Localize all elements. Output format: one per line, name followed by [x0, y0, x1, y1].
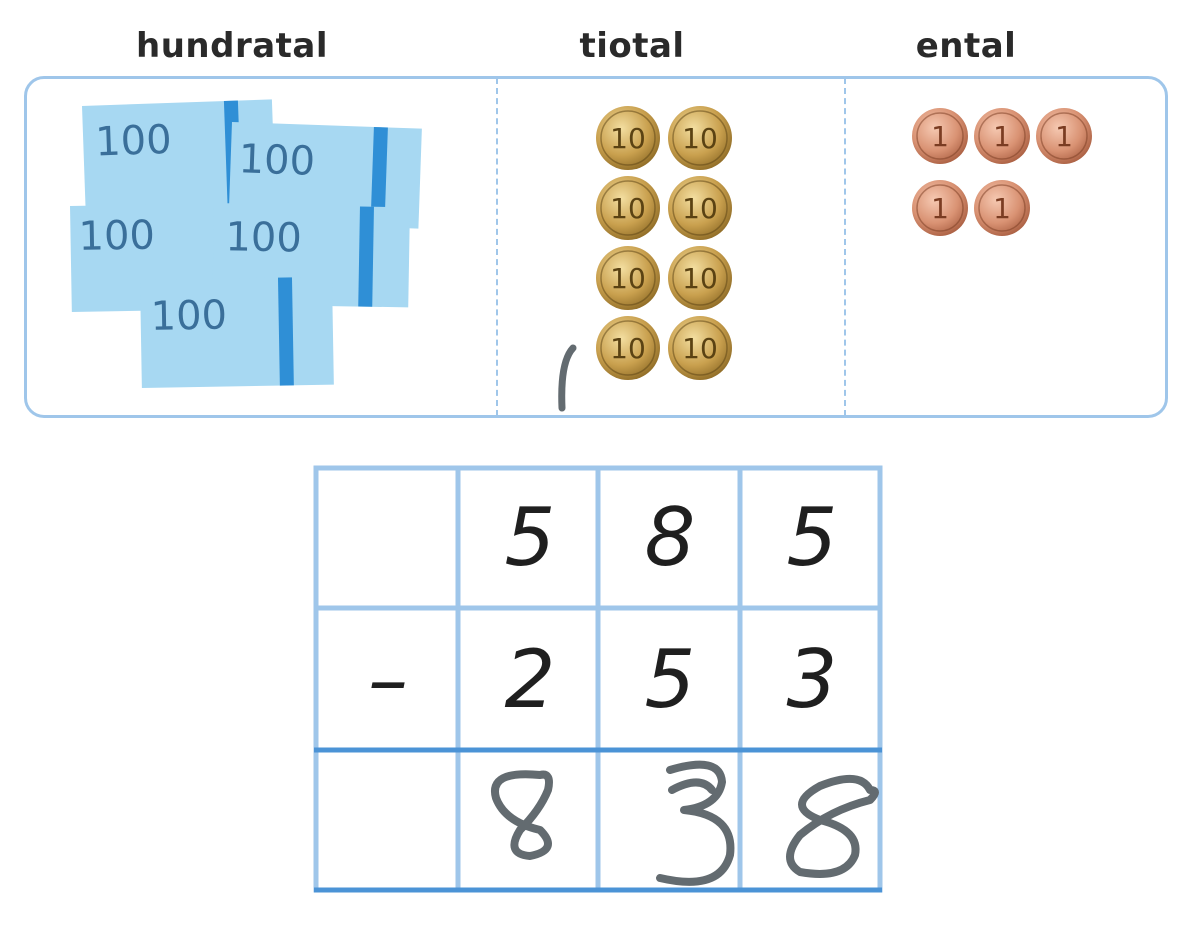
one-coin: 1: [912, 180, 968, 236]
one-coin-label: 1: [931, 192, 949, 225]
minus-sign: –: [368, 633, 408, 726]
row2-tens: 5: [644, 633, 696, 726]
handwritten-answer-tens: [656, 760, 735, 886]
row1-ones: 5: [786, 491, 838, 584]
ten-coin: 10: [668, 246, 732, 310]
ten-coin: 10: [596, 316, 660, 380]
heading-hundreds: hundratal: [135, 26, 328, 66]
handwritten-mark: [558, 344, 577, 412]
place-value-box: [24, 76, 1168, 418]
row1-tens: 8: [644, 491, 696, 584]
ten-coin: 10: [668, 106, 732, 170]
handwritten-answer-hundreds: [490, 770, 553, 860]
ten-coin-label: 10: [682, 122, 718, 155]
ten-coin-label: 10: [610, 262, 646, 295]
one-coin: 1: [974, 108, 1030, 164]
ten-coin-label: 10: [610, 332, 646, 365]
ten-coin: 10: [596, 176, 660, 240]
row2-ones: 3: [786, 633, 838, 726]
ten-coin-label: 10: [682, 262, 718, 295]
subtraction-cells: 5 8 5 – 2 5 3: [314, 466, 882, 892]
one-coin-label: 1: [993, 120, 1011, 153]
one-coin: 1: [1036, 108, 1092, 164]
ten-coin: 10: [668, 316, 732, 380]
ten-coin-label: 10: [610, 122, 646, 155]
ten-coin: 10: [668, 176, 732, 240]
heading-ones: ental: [915, 26, 1017, 66]
ten-coin: 10: [596, 246, 660, 310]
one-coin: 1: [912, 108, 968, 164]
divider-tens-ones: [844, 78, 846, 416]
row1-hundreds: 5: [504, 491, 556, 584]
banknote-value: 100: [150, 292, 227, 339]
banknote-100: 100: [228, 122, 422, 229]
heading-tens: tiotal: [579, 26, 685, 66]
one-coin-label: 1: [931, 120, 949, 153]
one-coin-label: 1: [1055, 120, 1073, 153]
banknote-100: 100: [140, 276, 334, 388]
banknote-value: 100: [238, 136, 316, 185]
ten-coin-label: 10: [682, 192, 718, 225]
ten-coin-label: 10: [610, 192, 646, 225]
one-coin: 1: [974, 180, 1030, 236]
row2-hundreds: 2: [504, 633, 556, 726]
banknote-value: 100: [94, 117, 172, 166]
handwritten-answer-ones: [786, 775, 879, 878]
divider-hundreds-tens: [496, 78, 498, 416]
banknote-value: 100: [225, 214, 302, 261]
one-coin-label: 1: [993, 192, 1011, 225]
ten-coin-label: 10: [682, 332, 718, 365]
ten-coin: 10: [596, 106, 660, 170]
banknote-value: 100: [78, 213, 155, 260]
